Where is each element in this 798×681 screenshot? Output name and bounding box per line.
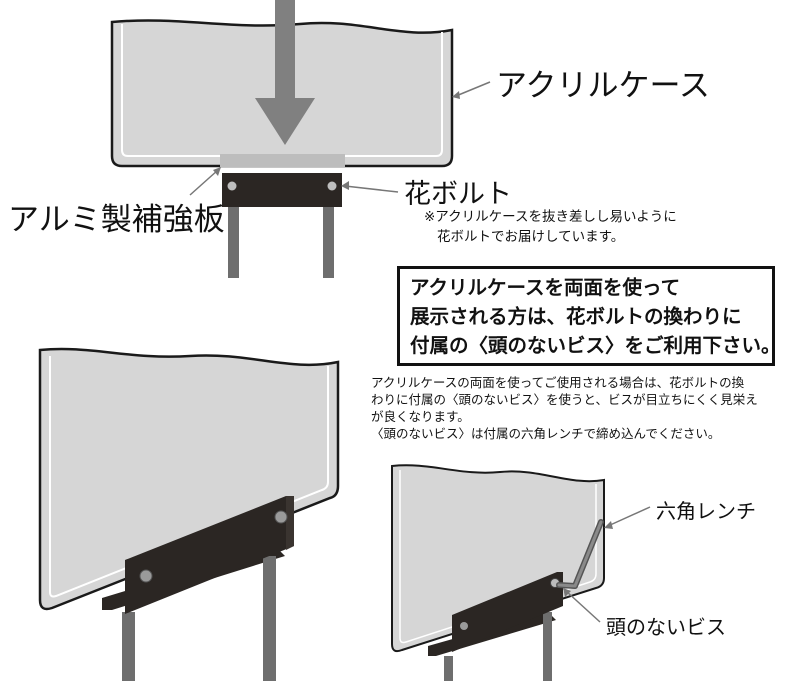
bl-acrylic-case xyxy=(38,347,340,611)
top-flower-bolt-right xyxy=(327,181,337,191)
description-line-1: アクリルケースの両面を使ってご使用される場合は、花ボルトの換 xyxy=(371,375,745,390)
callout-line-1: アクリルケースを両面を使って xyxy=(410,276,681,299)
bl-screw-left xyxy=(139,569,153,583)
bottom-right-assembly xyxy=(391,464,651,681)
usage-description: アクリルケースの両面を使ってご使用される場合は、花ボルトの換 わりに付属の〈頭の… xyxy=(371,374,791,442)
acrylic-leader-line xyxy=(455,81,491,97)
description-line-3: が良くなります。 xyxy=(371,409,470,424)
headless-screw-label: 頭のないビス xyxy=(606,615,726,639)
plate-leader-line xyxy=(189,169,219,196)
insert-arrow xyxy=(255,0,315,145)
top-flower-bolt-left xyxy=(227,181,237,191)
note-line-2: 花ボルトでお届けしています。 xyxy=(437,229,625,245)
note-line-1: ※アクリルケースを抜き差しし易いように xyxy=(424,209,677,225)
aluminum-plate-label: アルミ製補強板 xyxy=(8,202,225,238)
top-aluminum-plate xyxy=(220,154,345,167)
wrench-leader-line xyxy=(607,506,651,527)
bl-pole-right xyxy=(263,556,276,681)
top-pole-right xyxy=(323,205,334,278)
acrylic-case-label: アクリルケース xyxy=(496,68,710,104)
callout-line-2: 展示される方は、花ボルトの換わりに xyxy=(410,305,742,328)
bl-pole-left xyxy=(122,612,135,681)
bl-screw-right xyxy=(274,510,288,524)
description-line-2: わりに付属の〈頭のないビス〉を使うと、ビスが目立ちにくく見栄え xyxy=(371,392,758,407)
double-sided-callout-box: アクリルケースを両面を使って 展示される方は、花ボルトの換わりに 付属の〈頭のな… xyxy=(397,266,781,366)
br-bracket xyxy=(452,572,563,652)
callout-line-3: 付属の〈頭のないビス〉をご利用下さい。 xyxy=(410,334,781,357)
top-bracket xyxy=(222,173,342,207)
br-pole-right xyxy=(543,612,552,681)
br-pole-left xyxy=(444,656,453,681)
hex-wrench-label: 六角レンチ xyxy=(656,499,756,523)
description-line-4: 〈頭のないビス〉は付属の六角レンチで締め込んでください。 xyxy=(371,426,721,441)
br-acrylic-case xyxy=(391,464,605,653)
flower-bolt-label: 花ボルト xyxy=(404,179,512,210)
screw-leader-line xyxy=(565,590,601,623)
top-assembly xyxy=(110,0,491,278)
bottom-left-assembly xyxy=(38,347,340,681)
bl-bracket xyxy=(125,496,294,614)
br-screw-left xyxy=(460,622,468,630)
top-pole-left xyxy=(228,205,239,278)
bolt-leader-line xyxy=(344,185,399,193)
